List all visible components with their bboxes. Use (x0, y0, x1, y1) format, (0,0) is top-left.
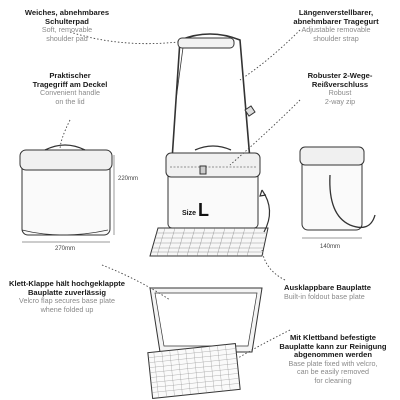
label-shoulder-pad: Weiches, abnehmbares Schulterpad Soft, r… (24, 8, 110, 43)
fold-arrow (261, 189, 271, 233)
dim-height: 220mm (118, 176, 138, 182)
size-letter: L (198, 200, 209, 220)
label-foldout: Ausklappbare Bauplatte Built-in foldout … (284, 283, 371, 301)
label-handle: Praktischer Tragegriff am Deckel Conveni… (32, 71, 108, 106)
shoulder-pad-shape (177, 37, 235, 49)
label-zip: Robuster 2-Wege- Reißverschluss Robust 2… (307, 71, 373, 106)
removable-plate (147, 342, 241, 400)
size-prefix: Size (182, 210, 196, 217)
label-velcro-flap: Klett-Klappe hält hochgeklappte Bauplatt… (8, 279, 126, 314)
dim-depth: 140mm (320, 244, 340, 250)
label-removable-plate: Mit Klettband befestigte Bauplatte kann … (279, 333, 387, 385)
foldout-base-plate (149, 227, 269, 257)
bag-lid (165, 152, 261, 178)
label-strap: Längenverstellbarer, abnehmbarer Tragegu… (293, 8, 379, 43)
shoulder-strap-line (171, 33, 251, 161)
dim-width: 270mm (55, 246, 75, 252)
